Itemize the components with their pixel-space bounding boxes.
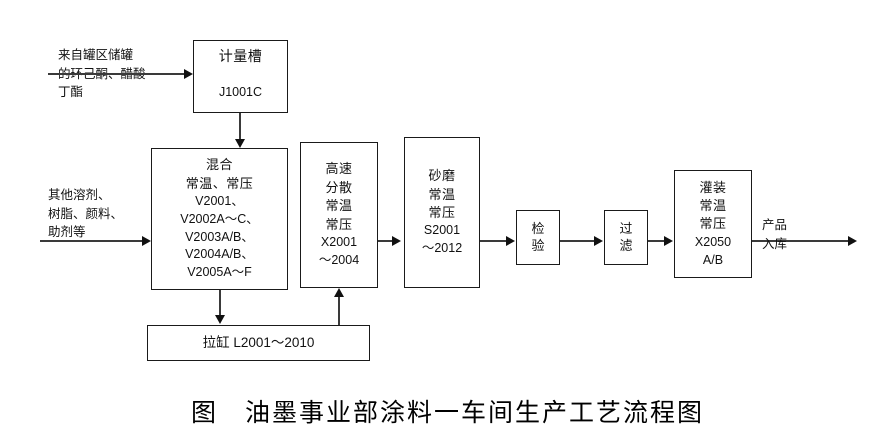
- box-mixing-line-5: V2003A/B、: [185, 229, 254, 244]
- box-filling-line-4: X2050: [694, 234, 732, 249]
- arrow-dispersion-to-sandmill: [392, 236, 401, 246]
- box-sandmill-line-5: ～2012: [421, 241, 463, 256]
- arrow-other-feed-to-mixing: [142, 236, 151, 246]
- box-filling-line-5: A/B: [702, 252, 724, 267]
- box-filter[interactable]: 过 滤: [604, 210, 648, 265]
- box-mixing-line-1: 混合: [205, 157, 233, 173]
- box-dispersion-line-5: X2001: [320, 235, 358, 250]
- box-sandmill-line-4: S2001: [423, 223, 461, 238]
- connector-filling-to-product: [752, 240, 850, 242]
- box-dispersion-line-1: 高速: [325, 161, 353, 177]
- box-sandmill-line-2: 常温: [428, 186, 456, 202]
- arrow-sandmill-to-inspection: [506, 236, 515, 246]
- figure-caption: 图 油墨事业部涂料一车间生产工艺流程图: [190, 398, 704, 427]
- box-mixing-line-2: 常温、常压: [185, 175, 254, 191]
- box-filter-line-1: 过: [619, 221, 633, 237]
- arrow-mixing-to-letdown: [215, 315, 225, 324]
- box-mixing-line-3: V2001、: [195, 194, 244, 209]
- box-sandmill-line-1: 砂磨: [428, 168, 456, 184]
- box-filling-line-1: 灌装: [699, 179, 727, 195]
- box-filling-line-3: 常压: [699, 216, 727, 232]
- box-filter-line-2: 滤: [619, 237, 633, 253]
- box-filling-line-2: 常温: [699, 198, 727, 214]
- box-metering-title: 计量槽: [218, 48, 263, 64]
- arrow-product-out: [848, 236, 857, 246]
- connector-dispersion-to-sandmill: [378, 240, 393, 242]
- box-mixing-line-7: V2005A～F: [187, 265, 252, 280]
- box-dispersion-line-4: 常压: [325, 216, 353, 232]
- connector-other-feed-line: [40, 240, 144, 242]
- box-sand-mill[interactable]: 砂磨 常温 常压 S2001 ～2012: [404, 137, 480, 288]
- input-label-other-feed: 其他溶剂、 树脂、颜料、 助剂等: [48, 188, 124, 239]
- box-dispersion-line-6: ～2004: [318, 252, 360, 267]
- connector-letdown-to-dispersion: [338, 296, 340, 325]
- box-inspection-line-1: 检: [531, 221, 545, 237]
- connector-mixing-to-letdown: [219, 290, 221, 316]
- connector-filter-to-filling: [648, 240, 664, 242]
- box-mixing[interactable]: 混合 常温、常压 V2001、 V2002A～C、 V2003A/B、 V200…: [151, 148, 288, 290]
- box-sandmill-line-3: 常压: [428, 204, 456, 220]
- arrow-inspection-to-filter: [594, 236, 603, 246]
- box-dispersion-line-2: 分散: [325, 179, 353, 195]
- box-mixing-line-6: V2004A/B、: [185, 247, 254, 262]
- box-inspection-line-2: 验: [531, 237, 545, 253]
- arrow-metering-to-mixing: [235, 139, 245, 148]
- box-inspection[interactable]: 检 验: [516, 210, 560, 265]
- box-letdown-text: 拉缸 L2001～2010: [202, 335, 315, 351]
- arrow-tank-feed-to-metering: [184, 69, 193, 79]
- box-metering-tank[interactable]: 计量槽 J1001C: [193, 40, 288, 113]
- box-mixing-line-4: V2002A～C、: [180, 211, 259, 226]
- box-high-speed-dispersion[interactable]: 高速 分散 常温 常压 X2001 ～2004: [300, 142, 378, 288]
- box-metering-tag: J1001C: [218, 85, 263, 100]
- box-dispersion-line-3: 常温: [325, 198, 353, 214]
- box-filling[interactable]: 灌装 常温 常压 X2050 A/B: [674, 170, 752, 278]
- arrow-letdown-to-dispersion: [334, 288, 344, 297]
- box-letdown-tank[interactable]: 拉缸 L2001～2010: [147, 325, 370, 361]
- connector-sandmill-to-inspection: [480, 240, 506, 242]
- arrow-filter-to-filling: [664, 236, 673, 246]
- connector-inspection-to-filter: [560, 240, 594, 242]
- connector-tank-feed-line: [48, 73, 184, 75]
- output-label-product: 产品 入库: [762, 218, 788, 251]
- connector-metering-to-mixing: [239, 113, 241, 140]
